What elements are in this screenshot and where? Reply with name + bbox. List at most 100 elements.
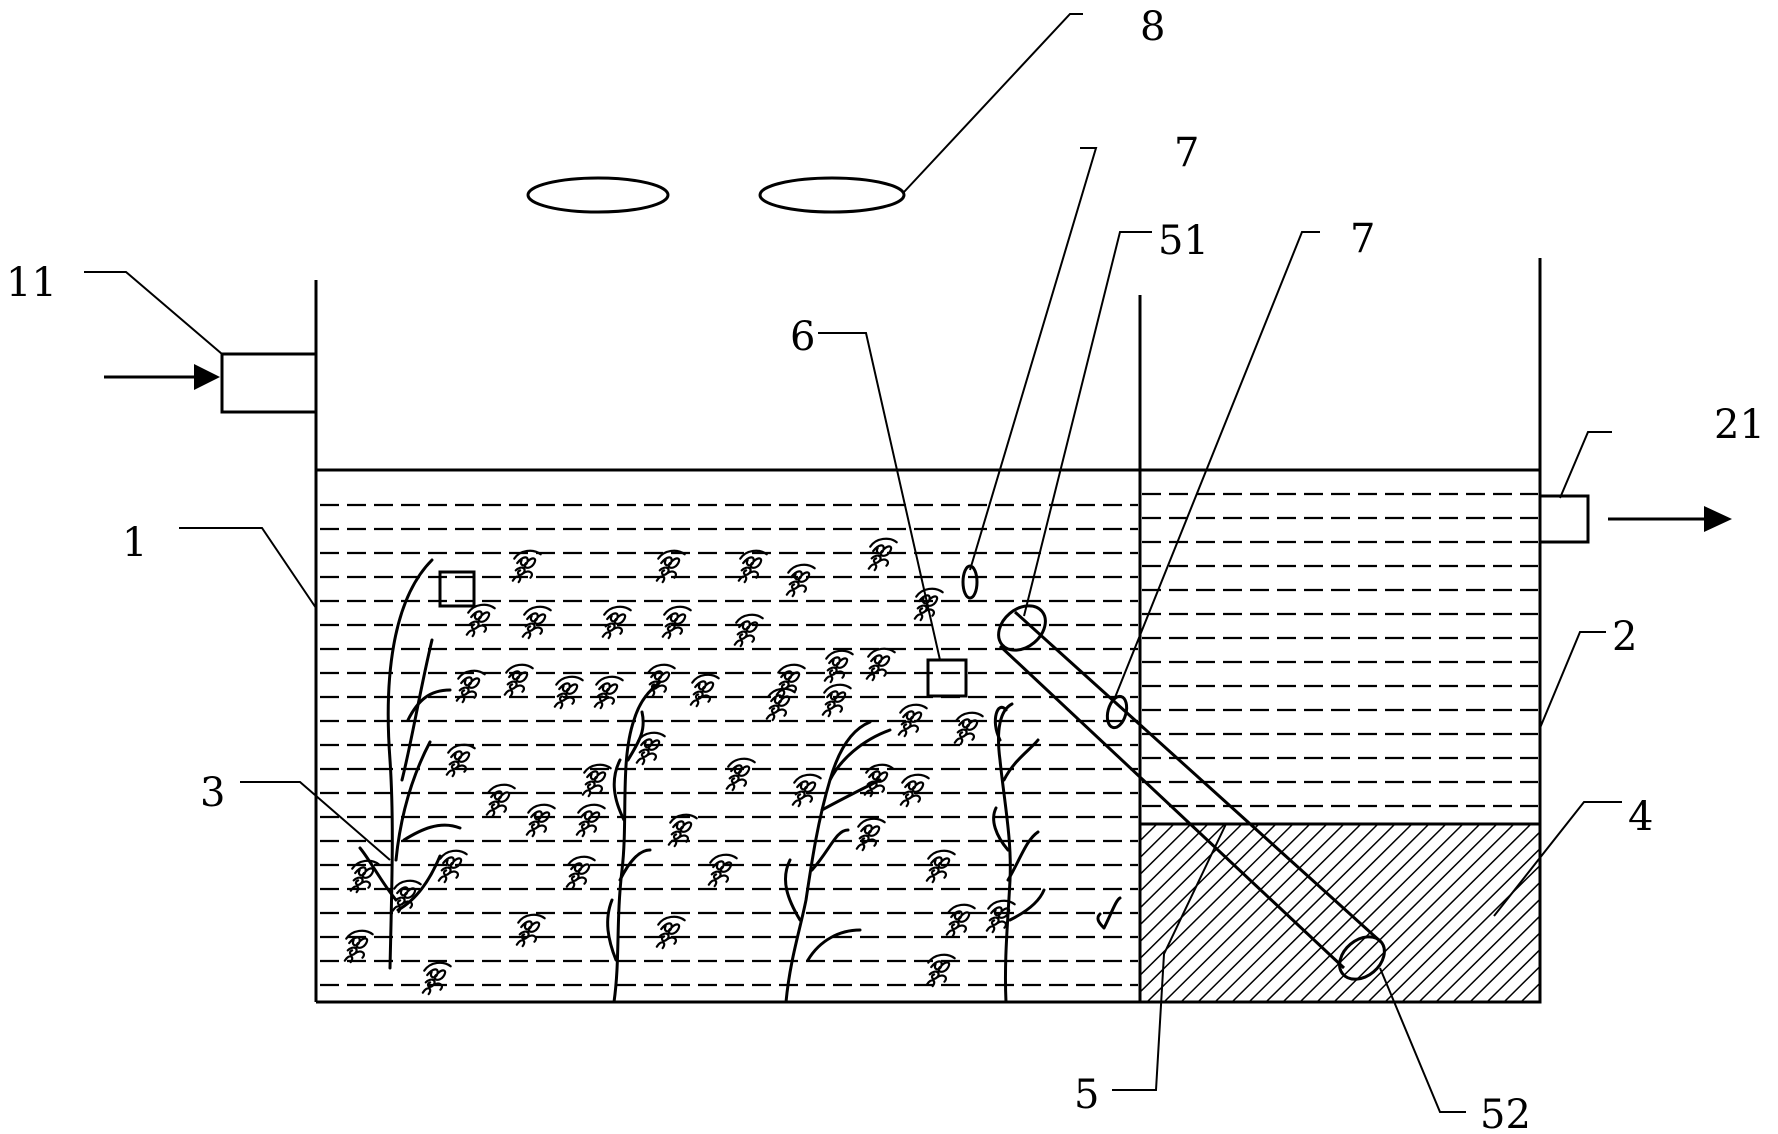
hatch-line [1140,824,1226,910]
hatch-line [1140,824,1260,943]
hatch-line [1140,824,1277,960]
inlet-arrow-icon [194,364,220,390]
label-2: 2 [1612,614,1637,660]
organism [899,773,930,808]
organism [925,849,956,884]
hatch-line [1418,881,1540,1002]
organism [733,613,764,648]
water-body-tank-1 [320,503,1138,987]
organism [945,903,976,938]
label-21: 21 [1714,402,1765,448]
hatch-line [1248,824,1430,1002]
organism [953,711,984,746]
organism [765,687,796,722]
organism [575,803,606,838]
organism [821,683,852,718]
probe-box [438,570,476,608]
organism [465,603,496,638]
organism [913,587,944,622]
hatch-line [1350,824,1532,1002]
sensors-7 [961,564,1129,730]
label-1: 1 [122,520,147,566]
organism [855,817,886,852]
hatch-line [1333,824,1515,1002]
submerged-plants-3 [358,558,1046,1004]
organism [521,605,552,640]
organism [823,649,854,684]
label-51: 51 [1158,218,1209,264]
organism [689,673,720,708]
hatch-line [1214,824,1396,1002]
organism [791,773,822,808]
hatch-line [1265,824,1447,1002]
tube-end-51 [997,604,1047,652]
organism [925,953,956,988]
hatch-line [1163,824,1345,1002]
hatch-line [1401,864,1540,1002]
organism [553,675,584,710]
label-5: 5 [1074,1072,1099,1118]
hatch-line [1555,824,1735,1002]
organism [867,537,898,572]
organism [445,743,476,778]
organism [645,663,676,698]
hatch-line [1384,847,1540,1002]
water-body-tank-2 [1142,492,1538,808]
hatch-line [1140,824,1311,994]
organism [661,605,692,640]
hatch-line [1435,898,1540,1002]
hatch-line [1452,914,1540,1002]
label-8: 8 [1140,4,1165,50]
plant-fragment [1096,896,1122,930]
hatch-line [1140,824,1209,893]
label-7a: 7 [1174,130,1199,176]
connecting-tube-5 [997,604,1386,981]
tube-end-52 [1338,935,1386,981]
label-6: 6 [790,314,815,360]
microorganism-cluster [343,537,1122,996]
hatch-line [1140,824,1175,859]
organism [485,783,516,818]
organism [565,855,596,890]
organism [785,563,816,598]
organism [601,605,632,640]
hatch-line [1140,824,1192,876]
sediment-layer-4 [1138,822,1735,1004]
organism [503,663,534,698]
label-4: 4 [1628,794,1653,840]
organism [985,899,1016,934]
inlet-pipe-11 [104,352,318,414]
hatch-line [1486,948,1540,1002]
hatch-line [1520,982,1540,1002]
hatch-line [1537,998,1540,1002]
tank-1-reaction-zone [314,280,1140,1004]
aeration-discs-8 [526,176,906,214]
organism [515,913,546,948]
outlet-arrow-icon [1704,506,1732,532]
label-7b: 7 [1350,216,1375,262]
hatch-line [1231,824,1413,1002]
hatch-line [1197,824,1379,1002]
hatch-line [1469,931,1540,1002]
organism [725,757,756,792]
organism [343,929,374,964]
hatch-line [1140,824,1294,977]
organism [865,647,896,682]
label-52: 52 [1480,1092,1531,1134]
organism [635,731,666,766]
organism [525,803,556,838]
hatch-line [1299,824,1481,1002]
hatch-line [1316,824,1498,1002]
organism [775,663,806,698]
hatch-line [1282,824,1464,1002]
hatch-line [1146,824,1328,1002]
outlet-pipe-21 [1538,494,1732,544]
probe-box-6 [926,658,968,698]
organism [593,675,624,710]
leader-lines [84,13,1622,1113]
hatch-line [1367,830,1540,1002]
hatch-line [1503,965,1540,1002]
hatch-line [1180,824,1362,1002]
organism [421,961,452,996]
